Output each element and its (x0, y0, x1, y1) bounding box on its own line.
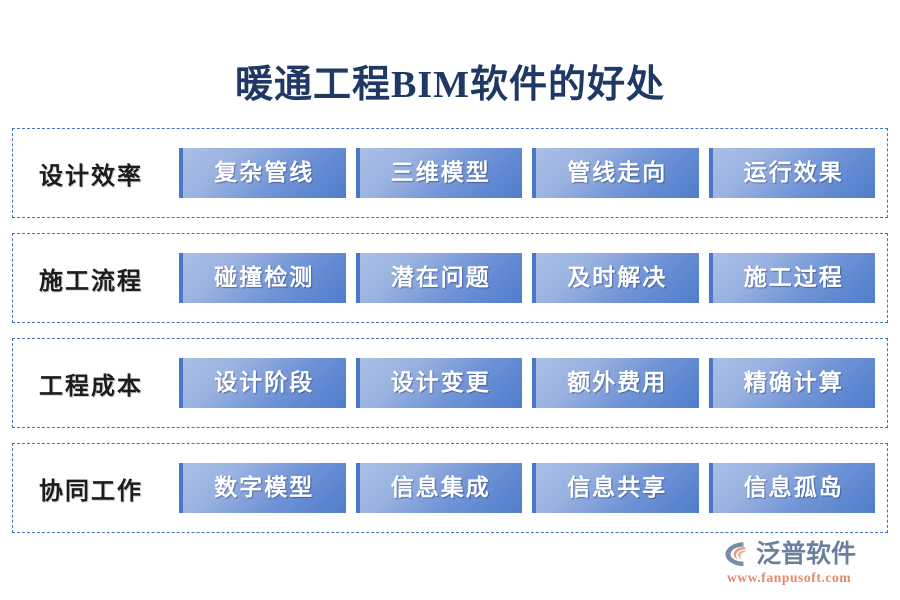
chip-item[interactable]: 潜在问题 (355, 253, 522, 303)
category-row-construction-process: 施工流程 碰撞检测 潜在问题 及时解决 施工过程 (12, 233, 888, 323)
chip-item[interactable]: 运行效果 (708, 148, 875, 198)
chip-item[interactable]: 施工过程 (708, 253, 875, 303)
fanpu-swoosh-icon (722, 539, 752, 569)
brand-logo: 泛普软件 www.fanpusoft.com (722, 539, 878, 586)
chip-item[interactable]: 管线走向 (532, 148, 699, 198)
brand-name: 泛普软件 (756, 540, 857, 568)
page-title: 暖通工程BIM软件的好处 (234, 64, 665, 106)
chip-item[interactable]: 数字模型 (179, 463, 346, 513)
chip-item[interactable]: 复杂管线 (179, 148, 346, 198)
chip-item[interactable]: 额外费用 (532, 358, 699, 408)
row-label: 设计效率 (39, 163, 143, 190)
row-label: 协同工作 (39, 478, 143, 505)
chip-group: 设计阶段 设计变更 额外费用 精确计算 (179, 358, 887, 408)
chip-item[interactable]: 三维模型 (355, 148, 522, 198)
logo-row: 泛普软件 (722, 539, 856, 569)
chip-item[interactable]: 信息集成 (355, 463, 522, 513)
chip-item[interactable]: 设计阶段 (179, 358, 346, 408)
category-rows: 设计效率 复杂管线 三维模型 管线走向 运行效果 施工流程 碰撞检测 潜在问题 … (12, 128, 888, 533)
chip-group: 碰撞检测 潜在问题 及时解决 施工过程 (179, 253, 887, 303)
chip-item[interactable]: 信息孤岛 (708, 463, 875, 513)
category-row-collaboration: 协同工作 数字模型 信息集成 信息共享 信息孤岛 (12, 443, 888, 533)
chip-item[interactable]: 精确计算 (708, 358, 875, 408)
category-row-project-cost: 工程成本 设计阶段 设计变更 额外费用 精确计算 (12, 338, 888, 428)
row-label: 施工流程 (39, 268, 143, 295)
chip-item[interactable]: 设计变更 (355, 358, 522, 408)
row-label: 工程成本 (39, 373, 143, 400)
chip-item[interactable]: 及时解决 (532, 253, 699, 303)
chip-group: 数字模型 信息集成 信息共享 信息孤岛 (179, 463, 887, 513)
chip-item[interactable]: 信息共享 (532, 463, 699, 513)
chip-item[interactable]: 碰撞检测 (179, 253, 346, 303)
chip-group: 复杂管线 三维模型 管线走向 运行效果 (179, 148, 887, 198)
brand-url: www.fanpusoft.com (727, 570, 852, 585)
category-row-design-efficiency: 设计效率 复杂管线 三维模型 管线走向 运行效果 (12, 128, 888, 218)
